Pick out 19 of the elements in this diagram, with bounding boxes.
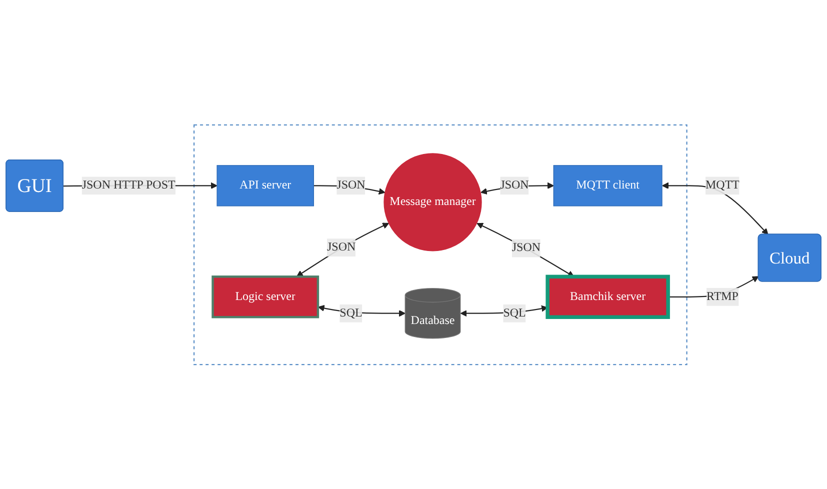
edge-label: SQL [340, 306, 362, 320]
arrow [296, 222, 390, 276]
edge-label: JSON [336, 178, 366, 192]
node-box: API server [216, 164, 314, 206]
node-box: Bamchik server [546, 274, 670, 319]
cluster [193, 124, 688, 365]
arrow [476, 222, 574, 277]
node-circle: Message manager [384, 152, 482, 251]
edge-label: JSON [512, 241, 541, 254]
arrow [460, 305, 548, 316]
edge-label: SQL [503, 306, 526, 320]
edge-label: MQTT [706, 178, 740, 192]
edge-label: JSON HTTP POST [82, 178, 176, 192]
node-box: MQTT client [553, 164, 662, 206]
node-box: Logic server [212, 275, 320, 318]
edge-label: RTMP [706, 290, 738, 303]
edge-label: JSON [500, 178, 529, 192]
edge-label: JSON [327, 240, 356, 254]
arrow [318, 304, 406, 316]
